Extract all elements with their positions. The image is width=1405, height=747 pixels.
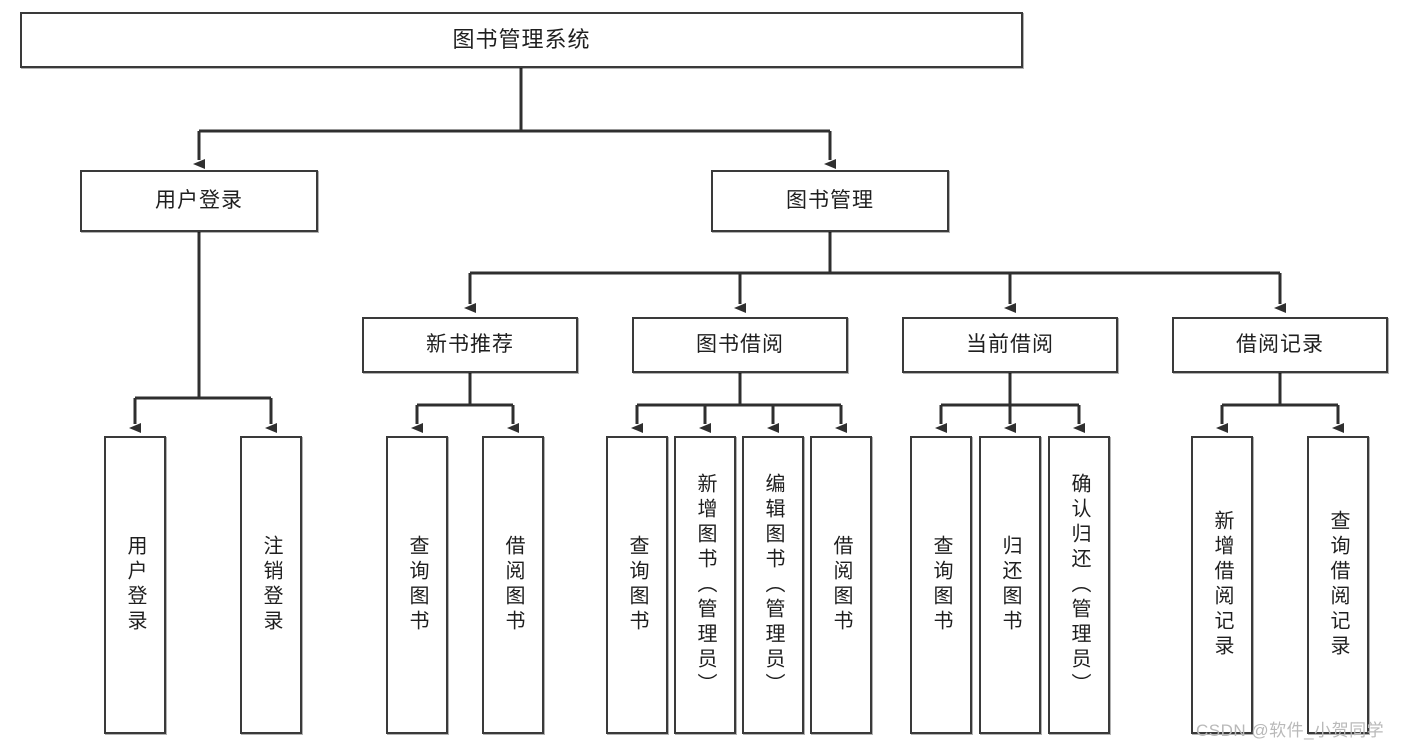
leaf-query-book-current[interactable]: 查询图书 [910, 436, 972, 734]
leaf-label: 查询图书 [930, 535, 952, 635]
node-root-book-management-system[interactable]: 图书管理系统 [20, 12, 1023, 68]
node-book-borrow[interactable]: 图书借阅 [632, 317, 848, 373]
leaf-query-book-borrow[interactable]: 查询图书 [606, 436, 668, 734]
leaf-label: 新增图书（管理员） [694, 472, 716, 698]
leaf-label: 查询图书 [626, 535, 648, 635]
node-current-borrow[interactable]: 当前借阅 [902, 317, 1118, 373]
leaf-label: 用户登录 [124, 535, 146, 635]
leaf-borrow-book[interactable]: 借阅图书 [810, 436, 872, 734]
node-new-book-recommend[interactable]: 新书推荐 [362, 317, 578, 373]
node-label: 当前借阅 [966, 332, 1054, 356]
leaf-add-book[interactable]: 新增图书（管理员） [674, 436, 736, 734]
leaf-label: 注销登录 [260, 535, 282, 635]
leaf-label: 借阅图书 [830, 535, 852, 635]
leaf-label: 查询图书 [406, 535, 428, 635]
leaf-user-login[interactable]: 用户登录 [104, 436, 166, 734]
leaf-edit-book[interactable]: 编辑图书（管理员） [742, 436, 804, 734]
leaf-logout-login[interactable]: 注销登录 [240, 436, 302, 734]
node-book-manage[interactable]: 图书管理 [711, 170, 949, 232]
node-label: 用户登录 [155, 188, 243, 212]
node-label: 图书借阅 [696, 332, 784, 356]
leaf-label: 新增借阅记录 [1211, 510, 1233, 660]
leaf-label: 归还图书 [999, 535, 1021, 635]
leaf-query-book-recommend[interactable]: 查询图书 [386, 436, 448, 734]
leaf-add-borrow-record[interactable]: 新增借阅记录 [1191, 436, 1253, 734]
leaf-label: 借阅图书 [502, 535, 524, 635]
leaf-return-book[interactable]: 归还图书 [979, 436, 1041, 734]
leaf-confirm-return[interactable]: 确认归还（管理员） [1048, 436, 1110, 734]
node-borrow-record[interactable]: 借阅记录 [1172, 317, 1388, 373]
node-label: 借阅记录 [1236, 332, 1324, 356]
leaf-label: 编辑图书（管理员） [762, 472, 784, 698]
leaf-borrow-book-recommend[interactable]: 借阅图书 [482, 436, 544, 734]
leaf-label: 确认归还（管理员） [1068, 472, 1090, 698]
leaf-query-borrow-record[interactable]: 查询借阅记录 [1307, 436, 1369, 734]
node-label: 新书推荐 [426, 332, 514, 356]
leaf-label: 查询借阅记录 [1327, 510, 1349, 660]
node-label: 图书管理系统 [452, 27, 591, 53]
node-label: 图书管理 [786, 188, 874, 212]
node-user-login[interactable]: 用户登录 [80, 170, 318, 232]
